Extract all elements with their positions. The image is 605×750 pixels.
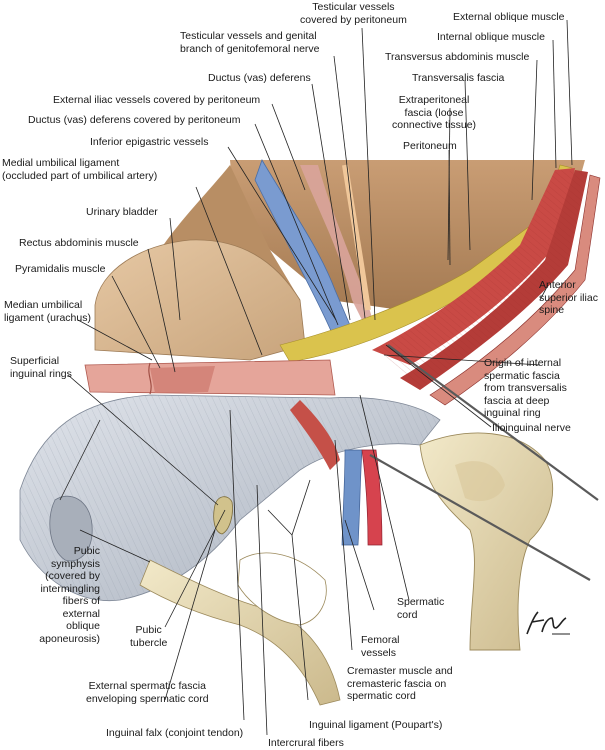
label-inguinal-ligament: Inguinal ligament (Poupart's) bbox=[309, 719, 443, 731]
label-testicular-vessels-peritoneum: Testicular vessels covered by peritoneum bbox=[300, 1, 407, 26]
label-inguinal-falx: Inguinal falx (conjoint tendon) bbox=[106, 727, 244, 739]
extraperitoneal-fat bbox=[279, 164, 573, 363]
leader-lines bbox=[59, 19, 573, 736]
label-transversalis-fascia: Transversalis fascia bbox=[412, 72, 505, 84]
testicular-vessels bbox=[300, 165, 372, 320]
label-femoral-vessels: Femoral vessels bbox=[361, 634, 400, 659]
external-oblique-edge bbox=[429, 174, 601, 406]
label-spermatic-cord: Spermatic cord bbox=[397, 596, 445, 621]
ductus-deferens-tube bbox=[342, 164, 371, 311]
rectus-divider bbox=[148, 362, 152, 395]
greater-trochanter bbox=[455, 461, 505, 502]
label-intercrural-fibers: Intercrural fibers bbox=[268, 737, 344, 749]
label-ductus-deferens-peritoneum: Ductus (vas) deferens covered by periton… bbox=[28, 114, 241, 126]
label-external-iliac-vessels: External iliac vessels covered by perito… bbox=[53, 94, 261, 106]
label-urinary-bladder: Urinary bladder bbox=[86, 206, 158, 218]
pubic-bone bbox=[139, 559, 341, 706]
label-transversus-abdominis: Transversus abdominis muscle bbox=[385, 51, 530, 63]
label-superficial-inguinal: Superficial inguinal rings bbox=[10, 355, 72, 380]
label-cremaster: Cremaster muscle and cremasteric fascia … bbox=[347, 665, 453, 702]
label-peritoneum: Peritoneum bbox=[403, 140, 457, 152]
symphysis-hole bbox=[49, 495, 93, 562]
label-ductus-deferens-top: Ductus (vas) deferens bbox=[208, 72, 311, 84]
femur-head bbox=[419, 432, 553, 651]
label-pubic-symphysis: Pubic symphysis (covered by interminglin… bbox=[39, 545, 100, 645]
label-testicular-genital-branch: Testicular vessels and genital branch of… bbox=[180, 30, 320, 55]
label-median-umbilical: Median umbilical ligament (urachus) bbox=[4, 299, 91, 324]
cremaster-muscle bbox=[290, 400, 340, 470]
label-pubic-tubercle: Pubic tubercle bbox=[130, 624, 168, 649]
label-medial-umbilical: Medial umbilical ligament (occluded part… bbox=[2, 157, 158, 182]
probe-lower bbox=[369, 454, 591, 581]
label-external-oblique: External oblique muscle bbox=[453, 11, 565, 23]
label-origin-internal-spermatic: Origin of internal spermatic fascia from… bbox=[484, 357, 567, 419]
femoral-artery bbox=[361, 449, 383, 546]
spermatic-cord bbox=[213, 496, 233, 535]
artist-signature bbox=[526, 611, 570, 635]
probe-upper bbox=[387, 344, 599, 501]
label-internal-oblique: Internal oblique muscle bbox=[437, 31, 545, 43]
label-external-spermatic-fascia: External spermatic fascia enveloping spe… bbox=[86, 680, 209, 705]
label-ilioinguinal-nerve: Ilioinguinal nerve bbox=[492, 422, 571, 434]
label-rectus-abdominis: Rectus abdominis muscle bbox=[19, 237, 139, 249]
pyramidalis bbox=[150, 366, 215, 393]
label-extraperitoneal-fascia: Extraperitoneal fascia (loose connective… bbox=[392, 94, 477, 131]
label-anterior-superior-iliac: Anterior superior iliac spine bbox=[539, 279, 598, 316]
femoral-vein bbox=[341, 449, 363, 546]
label-pyramidalis: Pyramidalis muscle bbox=[15, 263, 106, 275]
label-inferior-epigastric: Inferior epigastric vessels bbox=[90, 136, 209, 148]
